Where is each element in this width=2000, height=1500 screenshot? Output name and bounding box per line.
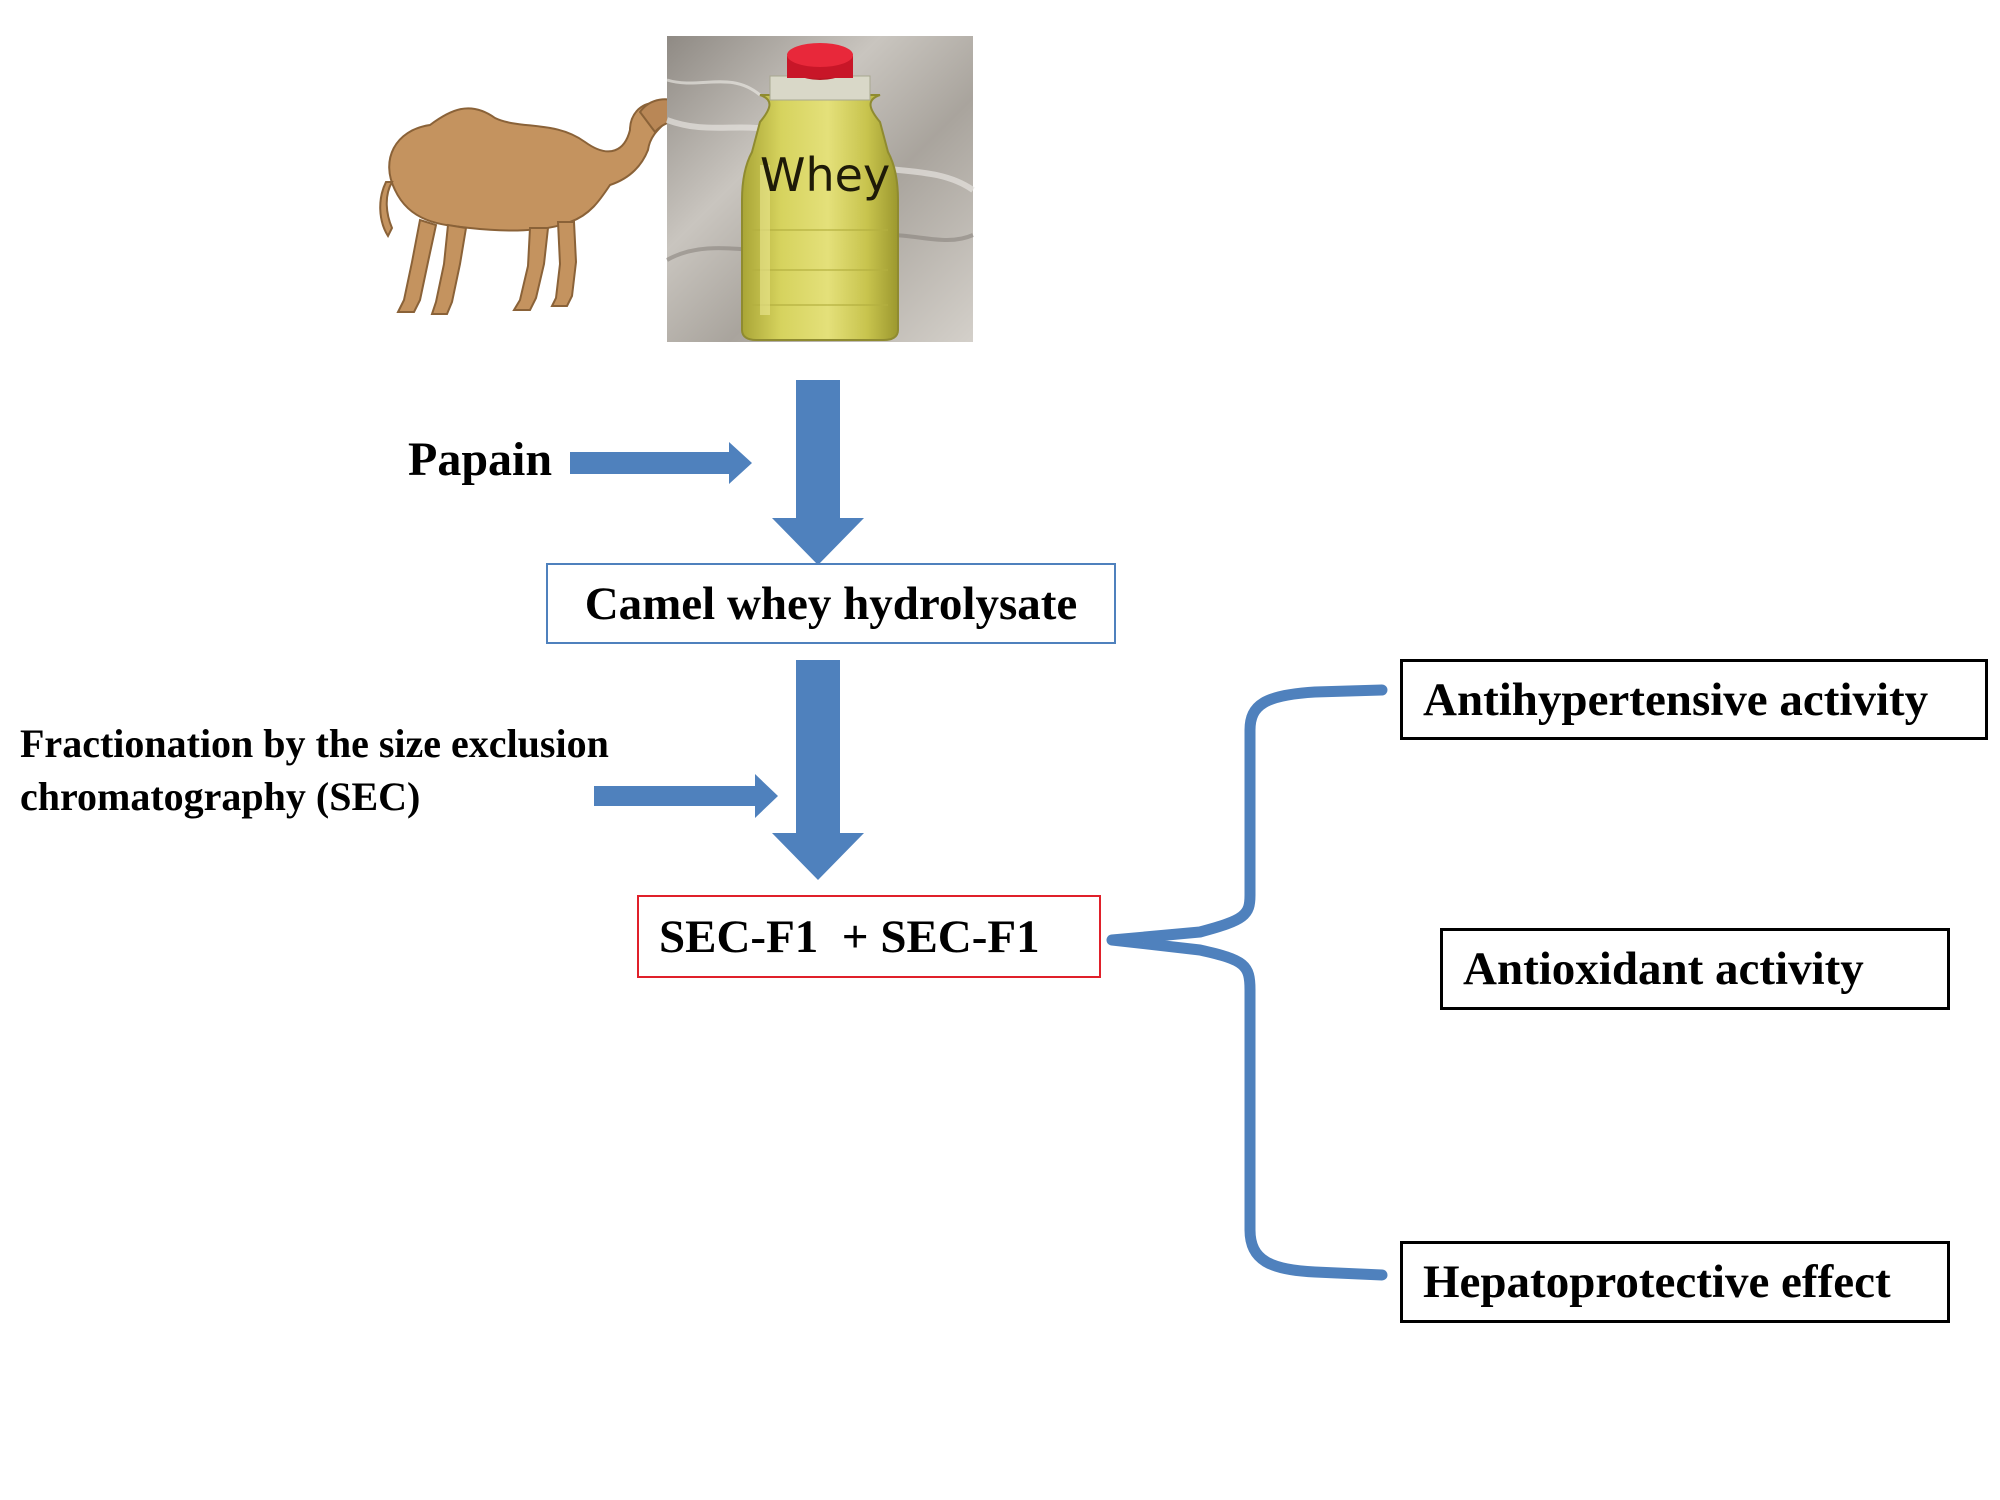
outcome-label-antihypertensive: Antihypertensive activity xyxy=(1423,673,1929,726)
outcome-brace xyxy=(1106,684,1388,1281)
outcome-box-antioxidant: Antioxidant activity xyxy=(1440,928,1950,1010)
whey-bottle-label: Whey xyxy=(760,148,891,202)
outcome-label-hepatoprotective: Hepatoprotective effect xyxy=(1423,1256,1891,1308)
down-arrow-2 xyxy=(772,660,864,880)
papain-label: Papain xyxy=(408,433,553,486)
down-arrow-1 xyxy=(772,380,864,565)
hydrolysate-label: Camel whey hydrolysate xyxy=(584,577,1078,630)
fractions-label: SEC-F1 + SEC-F1 xyxy=(659,910,1040,963)
outcome-box-hepatoprotective: Hepatoprotective effect xyxy=(1400,1241,1950,1323)
outcome-box-antihypertensive: Antihypertensive activity xyxy=(1400,659,1988,740)
fractionation-label-line1: Fractionation by the size exclusion xyxy=(20,721,609,766)
camel-image xyxy=(379,98,688,315)
fractions-box: SEC-F1 + SEC-F1 xyxy=(637,895,1101,978)
fractionation-arrow xyxy=(594,774,778,818)
outcome-label-antioxidant: Antioxidant activity xyxy=(1463,943,1864,995)
hydrolysate-box: Camel whey hydrolysate xyxy=(546,563,1116,644)
papain-arrow xyxy=(570,442,752,484)
fractionation-label-line2: chromatography (SEC) xyxy=(20,774,421,819)
whey-bottle-photo xyxy=(665,36,975,342)
